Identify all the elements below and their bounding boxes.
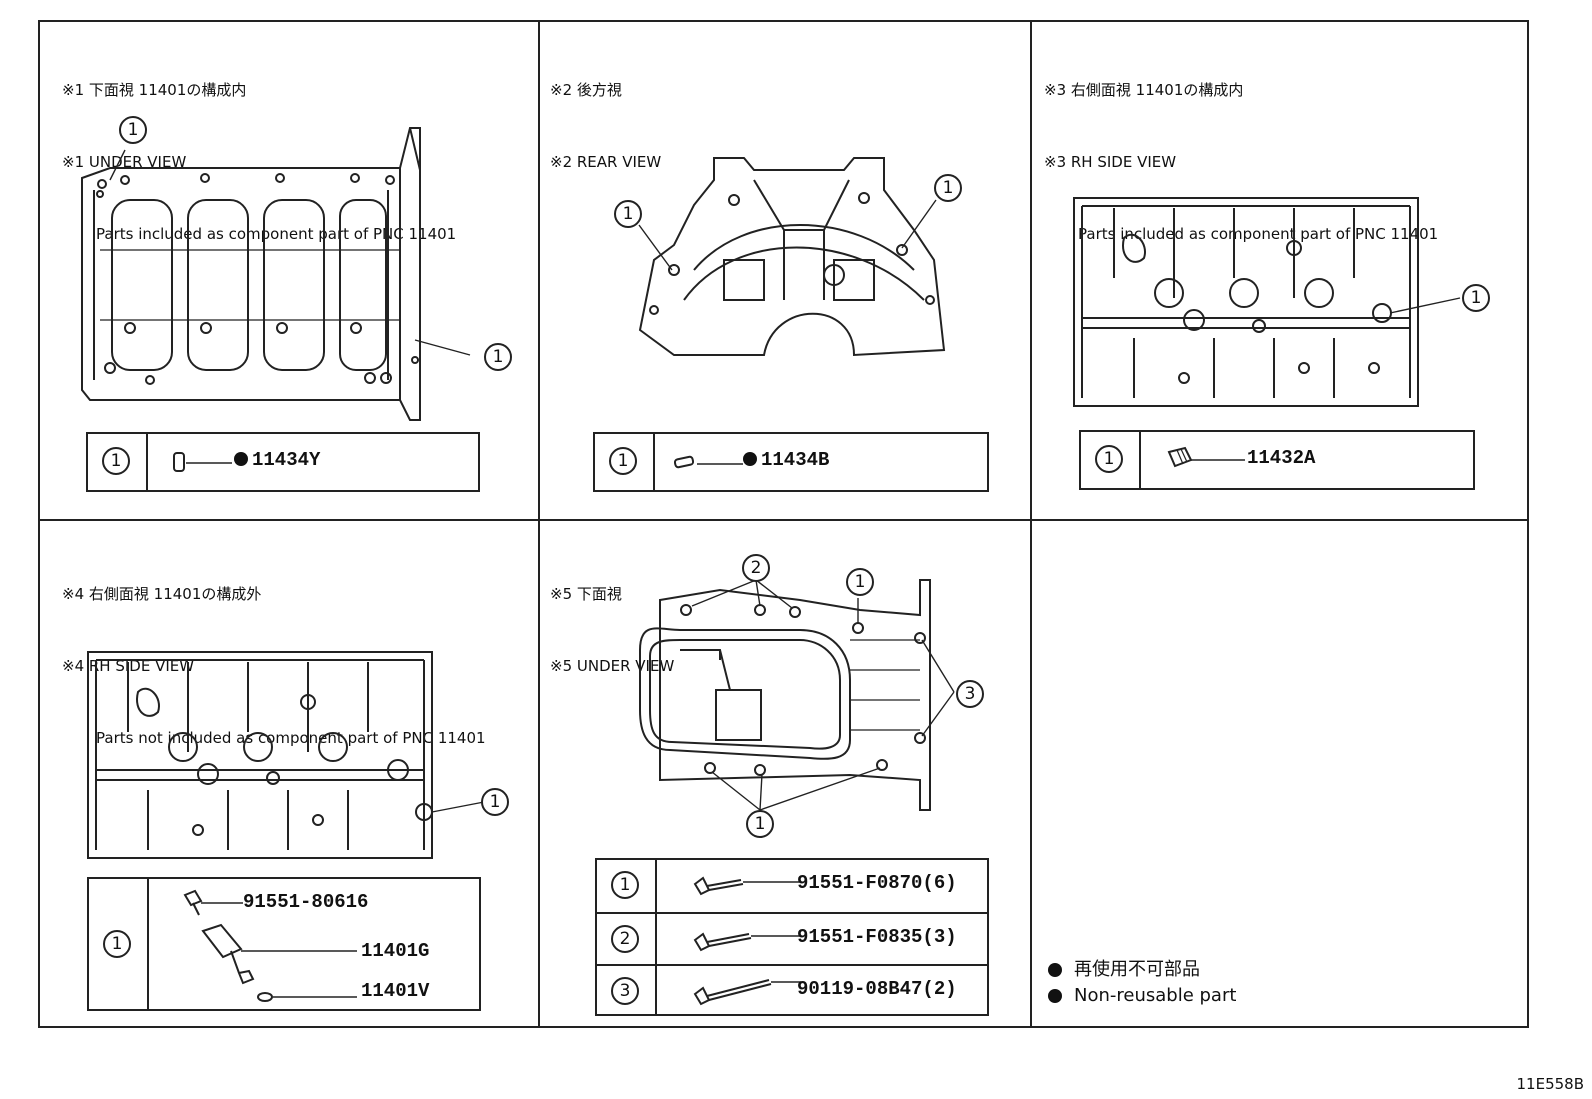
row-key-cell: 1 <box>597 860 657 912</box>
table-row: 1 91551-80616 11401G 11401V <box>89 879 479 1009</box>
diagram-frame <box>38 20 1529 1028</box>
callout-1: 1 <box>934 174 962 202</box>
table-row: 1 11432A <box>1081 432 1473 488</box>
callout-1: 1 <box>484 343 512 371</box>
header-en: ※4 RH SIDE VIEW <box>62 657 195 675</box>
bolt-icon <box>693 928 803 952</box>
header-jp: ※5 下面視 <box>550 585 622 603</box>
sensor-assembly-icon <box>181 889 371 1009</box>
row-key-cell: 1 <box>1081 432 1141 488</box>
non-reusable-icon <box>234 452 248 466</box>
row-key-cell: 1 <box>89 879 149 1009</box>
part-number: 11434Y <box>234 449 320 471</box>
callout-1: 1 <box>119 116 147 144</box>
legend-entry-jp: 再使用不可部品 <box>1048 957 1236 983</box>
part-number: 91551-F0870(6) <box>797 872 957 894</box>
part-number: 11434B <box>743 449 829 471</box>
callout-1: 1 <box>614 200 642 228</box>
row-key: 2 <box>611 925 639 953</box>
header-en: ※3 RH SIDE VIEW <box>1044 153 1177 171</box>
panel-header: ※3 右側面視 11401の構成内 ※3 RH SIDE VIEW Parts … <box>1044 30 1438 294</box>
oil-pan-under-view-drawing <box>620 560 980 850</box>
non-reusable-icon <box>1048 963 1062 977</box>
row-key: 3 <box>611 977 639 1005</box>
legend-text-jp: 再使用不可部品 <box>1074 959 1200 980</box>
row-key-cell: 3 <box>597 966 657 1016</box>
callout-3: 3 <box>956 680 984 708</box>
callout-1: 1 <box>481 788 509 816</box>
part-number: 11401V <box>361 980 430 1002</box>
callout-1: 1 <box>846 568 874 596</box>
non-reusable-icon <box>743 452 757 466</box>
row-key: 1 <box>609 447 637 475</box>
callout-2: 2 <box>742 554 770 582</box>
engine-block-rh-side-drawing <box>88 652 434 860</box>
engine-block-rh-side-drawing <box>1074 198 1420 408</box>
bolt-icon <box>693 976 803 1006</box>
header-en: ※2 REAR VIEW <box>550 153 662 171</box>
non-reusable-icon <box>1048 989 1062 1003</box>
header-note: Parts included as component part of PNC … <box>1078 225 1439 243</box>
row-key: 1 <box>1095 445 1123 473</box>
plug-icon <box>1167 446 1247 472</box>
row-key: 1 <box>102 447 130 475</box>
grid-divider <box>1030 22 1032 1026</box>
header-jp: ※4 右側面視 11401の構成外 <box>62 585 262 603</box>
callout-1: 1 <box>746 810 774 838</box>
callout-1: 1 <box>1462 284 1490 312</box>
header-en: ※1 UNDER VIEW <box>62 153 187 171</box>
parts-table: 1 11432A <box>1079 430 1475 490</box>
row-key-cell: 2 <box>597 914 657 964</box>
parts-table: 1 91551-80616 11401G 11401V <box>87 877 481 1011</box>
engine-block-under-view-drawing <box>70 110 530 430</box>
pin-icon <box>174 451 234 475</box>
part-number: 11432A <box>1247 447 1316 469</box>
legend-entry-en: Non-reusable part <box>1048 983 1236 1009</box>
legend-text-en: Non-reusable part <box>1074 985 1237 1006</box>
row-key: 1 <box>611 871 639 899</box>
header-jp: ※2 後方視 <box>550 81 622 99</box>
legend: 再使用不可部品 Non-reusable part <box>1048 957 1236 1009</box>
table-row: 2 91551-F0835(3) <box>597 912 987 964</box>
row-key: 1 <box>103 930 131 958</box>
row-key-cell: 1 <box>88 434 148 490</box>
header-jp: ※3 右側面視 11401の構成内 <box>1044 81 1244 99</box>
table-row: 1 11434B <box>595 434 987 490</box>
panel-header: ※5 下面視 ※5 UNDER VIEW <box>550 534 674 726</box>
table-row: 1 91551-F0870(6) <box>597 860 987 912</box>
row-key-cell: 1 <box>595 434 655 490</box>
grid-divider <box>538 22 540 1026</box>
header-jp: ※1 下面視 11401の構成内 <box>62 81 247 99</box>
header-en: ※5 UNDER VIEW <box>550 657 675 675</box>
part-number: 90119-08B47(2) <box>797 978 957 1000</box>
table-row: 1 11434Y <box>88 434 478 490</box>
bolt-icon <box>693 874 803 898</box>
part-number: 11401G <box>361 940 430 962</box>
pin-icon <box>675 454 745 474</box>
table-row: 3 90119-08B47(2) <box>597 964 987 1016</box>
panel-header: ※2 後方視 ※2 REAR VIEW <box>550 30 661 222</box>
parts-table: 1 11434B <box>593 432 989 492</box>
parts-table: 1 11434Y <box>86 432 480 492</box>
parts-table: 1 91551-F0870(6) 2 <box>595 858 989 1016</box>
grid-divider <box>40 519 1527 521</box>
part-number: 91551-80616 <box>243 891 369 913</box>
figure-id: 11E558B <box>1516 1075 1585 1093</box>
part-number: 91551-F0835(3) <box>797 926 957 948</box>
engine-block-rear-view-drawing <box>634 150 954 365</box>
